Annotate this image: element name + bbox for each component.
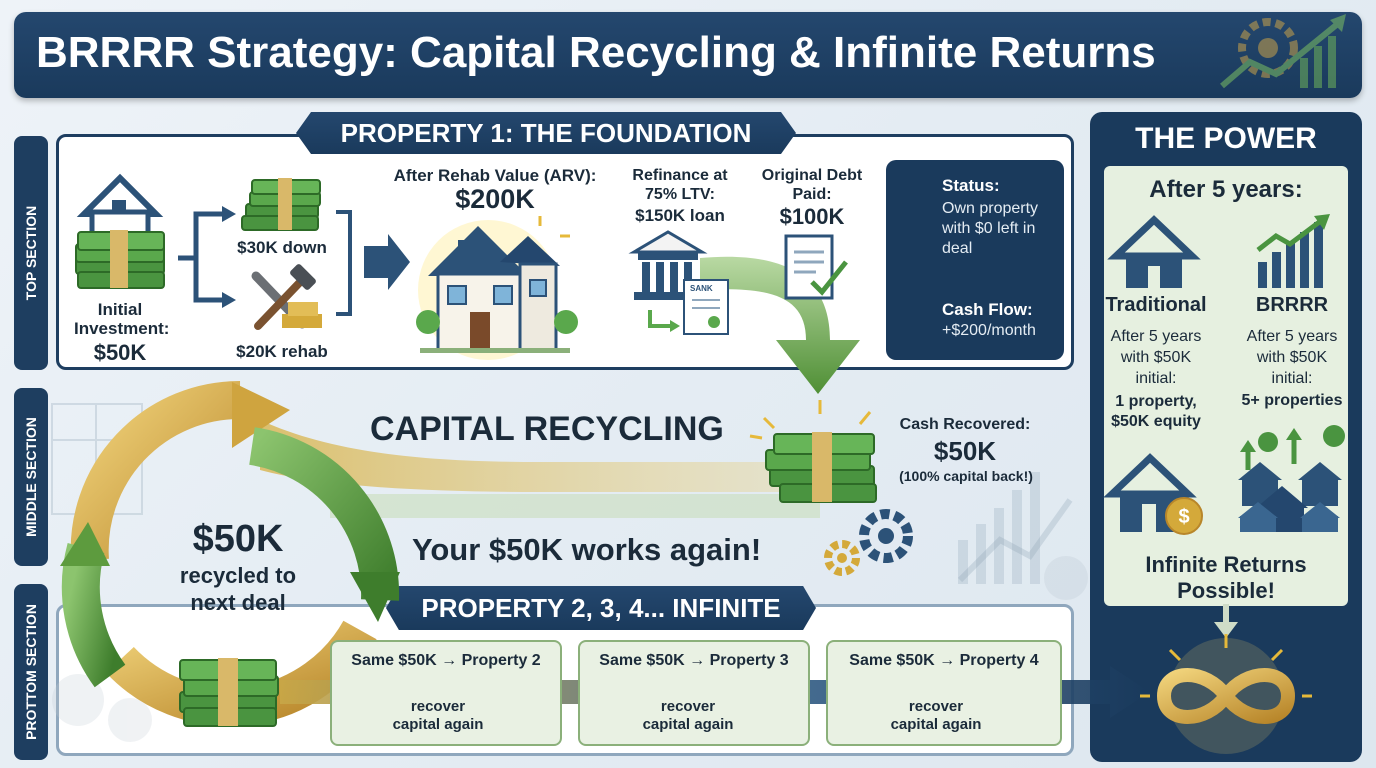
title-bar [14,12,1362,98]
tab-bottom-section: PROTTOM SECTION [14,584,48,760]
loan-document-icon [683,279,729,335]
cycle-value: $50K [192,518,284,560]
step-action-property-2: recover capital again [392,698,484,733]
cycle-arrow-icon [70,380,241,562]
arv-label: After Rehab Value (ARV): [393,166,597,185]
svg-text:$: $ [1178,506,1189,528]
gears-icon [824,509,913,576]
debt-paid-value: $100K [779,204,845,229]
rehab-tools-icon [251,264,322,330]
step-title-property-4: Same $50K → Property 4 [849,652,1039,669]
arv-value: $200K [455,184,535,214]
curved-arrow-icon [700,256,860,394]
step-title-property-3: Same $50K → Property 3 [599,652,789,669]
cycle-text: recycled to next deal [179,563,297,615]
debt-paid-label: Original Debt Paid: [761,167,863,203]
refinance-label: Refinance at 75% LTV: [632,167,728,203]
renovated-house-icon [416,216,578,360]
page-title: BRRRR Strategy: Capital Recycling & Infi… [36,28,1156,77]
single-property-icon: $ [1103,453,1203,535]
infinity-icon [1140,634,1312,754]
down-payment-label: $30K down [237,238,327,257]
bottom-banner: PROPERTY 2, 3, 4... INFINITE [386,586,816,630]
status-box [886,160,1064,360]
tab-middle-section: MIDDLE SECTION [14,388,48,566]
cycle-cash-icon [179,658,279,727]
cash-recovered-note: (100% capital back!) [899,468,1033,484]
status-text: Own property with $0 left in deal [942,200,1039,257]
cash-down-icon [241,178,321,231]
step-title-property-2: Same $50K → Property 2 [351,652,541,669]
recovered-cash-icon [749,400,877,503]
debt-paid-document-icon [784,234,848,300]
bank-sign: SANK [690,284,713,293]
power-subheading: After 5 years: [1149,176,1303,203]
capital-recycling-heading: CAPITAL RECYCLING [370,410,724,448]
power-heading: THE POWER [1135,122,1317,155]
cashflow-value: +$200/month [942,322,1036,339]
infinite-returns-text: Infinite Returns Possible! [1145,552,1307,603]
multiple-properties-icon [1238,425,1345,532]
traditional-label: Traditional [1105,294,1207,316]
step-box-property-2 [330,640,562,746]
works-again-text: Your $50K works again! [412,532,762,567]
step-action-property-3: recover capital again [642,698,734,733]
rehab-cost-label: $20K rehab [236,342,328,361]
cash-stack-icon [75,230,165,289]
property1-banner: PROPERTY 1: THE FOUNDATION [296,112,796,154]
traditional-result: 1 property, $50K equity [1111,393,1201,430]
refinance-value: $150K loan [635,206,725,225]
growth-chart-icon [1256,214,1330,288]
initial-investment-label: Initial Investment: [74,300,170,338]
cash-recovered-value: $50K [933,436,997,466]
status-label: Status: [942,176,1000,195]
cashflow-label: Cash Flow: [942,300,1033,319]
bank-icon [628,230,708,300]
brrrr-result: 5+ properties [1241,392,1343,409]
step-box-property-4 [826,640,1062,746]
cash-recovered-label: Cash Recovered: [899,416,1031,433]
brrrr-label: BRRRR [1255,294,1329,316]
tab-top-section: TOP SECTION [14,136,48,370]
initial-investment-value: $50K [93,340,147,365]
traditional-house-icon [1107,215,1201,288]
traditional-desc: After 5 years with $50K initial: [1110,328,1202,387]
branch-arrow-icon [178,211,224,303]
arrow-right-icon [364,234,410,290]
step-action-property-4: recover capital again [890,698,982,733]
step-box-property-3 [578,640,810,746]
brrrr-desc: After 5 years with $50K initial: [1246,328,1338,387]
